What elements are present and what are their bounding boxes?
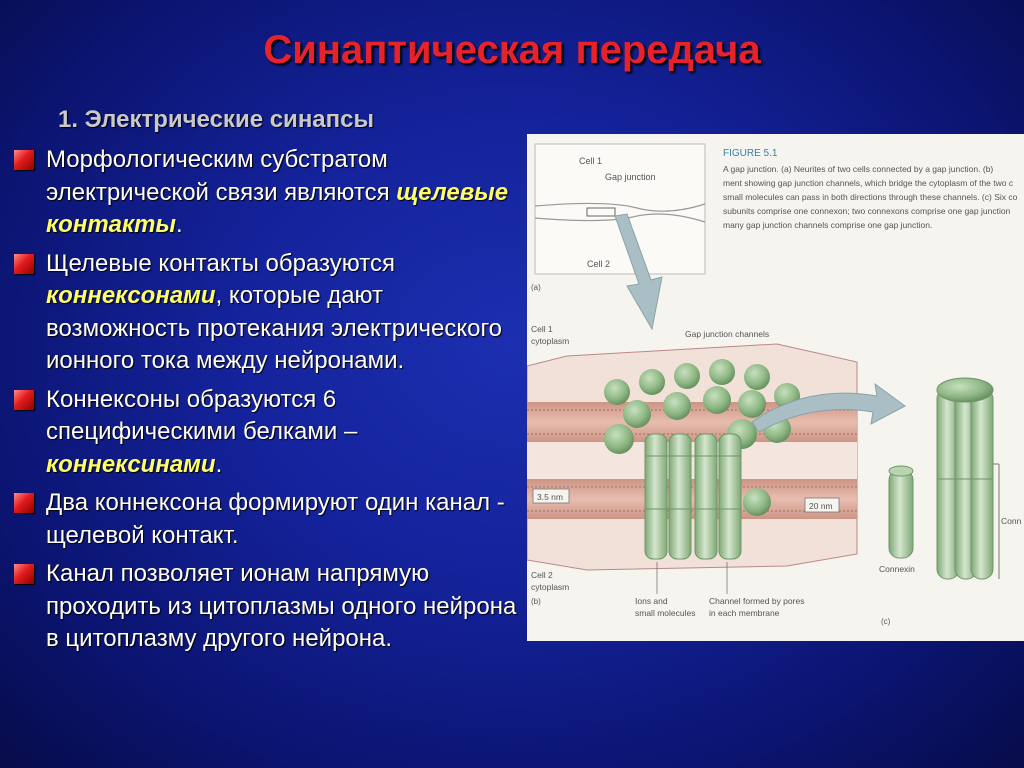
- svg-text:Channel formed by pores: Channel formed by pores: [709, 596, 804, 606]
- connexin-label: Connexin: [879, 564, 915, 574]
- bullet-item: Морфологическим субстратом электрической…: [14, 144, 519, 242]
- bullet-item: Щелевые контакты образуются коннексонами…: [14, 248, 519, 378]
- svg-text:small molecules: small molecules: [635, 608, 695, 618]
- bullet-item: Два коннексона формируют один канал - ще…: [14, 487, 519, 552]
- bullet-list: Морфологическим субстратом электрической…: [14, 144, 519, 662]
- svg-text:Cell 1: Cell 1: [531, 324, 553, 334]
- svg-text:cytoplasm: cytoplasm: [531, 582, 569, 592]
- panel-a-label: (a): [531, 283, 541, 292]
- svg-text:ment showing gap junction chan: ment showing gap junction channels, whic…: [723, 178, 1014, 188]
- bullet-marker-icon: [14, 150, 34, 170]
- svg-text:Ions and: Ions and: [635, 596, 668, 606]
- svg-text:small molecules can pass in bo: small molecules can pass in both directi…: [723, 192, 1018, 202]
- figure-caption: FIGURE 5.1 A gap junction. (a) Neurites …: [723, 148, 1018, 230]
- highlight-term: коннексинами: [46, 450, 216, 478]
- slide-title: Синаптическая передача: [263, 28, 761, 72]
- svg-text:Cell 2: Cell 2: [531, 570, 553, 580]
- bullet-marker-icon: [14, 564, 34, 584]
- figure-heading: FIGURE 5.1: [723, 148, 778, 159]
- bullet-text: Канал позволяет ионам напрямую проходить…: [46, 560, 517, 652]
- section-subtitle: 1. Электрические синапсы: [58, 106, 374, 133]
- svg-text:Conn: Conn: [1001, 516, 1022, 526]
- bullet-marker-icon: [14, 253, 34, 274]
- zoom-arrow-icon: [614, 213, 663, 331]
- dim-3-5nm-label: 3.5 nm: [537, 492, 563, 502]
- bullet-text: Коннексоны образуются 6 специфическими б…: [46, 385, 358, 478]
- bullet-marker-icon: [14, 389, 34, 410]
- bullet-item: Канал позволяет ионам напрямую проходить…: [14, 558, 519, 656]
- cell2-label: Cell 2: [587, 259, 610, 269]
- highlight-term: щелевые контакты: [46, 178, 509, 239]
- dim-20nm-label: 20 nm: [809, 501, 833, 511]
- bullet-text: Два коннексона формируют один канал - ще…: [46, 489, 505, 549]
- cell1-label: Cell 1: [579, 156, 602, 166]
- svg-text:subunits comprise one connexon: subunits comprise one connexon; two conn…: [723, 206, 1011, 216]
- svg-text:Gap junction channels: Gap junction channels: [685, 329, 769, 339]
- gap-junction-figure: Cell 1 Gap junction Cell 2 (a) FIGURE 5.…: [527, 134, 1024, 641]
- svg-text:A gap junction. (a) Neurites o: A gap junction. (a) Neurites of two cell…: [723, 164, 993, 174]
- bullet-text: Щелевые контакты образуются коннексонами…: [46, 249, 503, 375]
- bullet-text: Морфологическим субстратом электрической…: [46, 146, 509, 239]
- bullet-item: Коннексоны образуются 6 специфическими б…: [14, 384, 519, 482]
- connexon-model: [888, 377, 1000, 580]
- svg-text:in each membrane: in each membrane: [709, 608, 780, 618]
- curved-arrow-icon: [751, 382, 906, 433]
- panel-a-diagram: Cell 1 Gap junction Cell 2 (a): [531, 143, 706, 292]
- panel-c-label: (c): [881, 617, 891, 626]
- highlight-term: коннексонами: [46, 282, 216, 309]
- svg-text:cytoplasm: cytoplasm: [531, 336, 569, 346]
- bullet-marker-icon: [14, 493, 34, 513]
- svg-text:many gap junction channels com: many gap junction channels comprise one …: [723, 220, 932, 230]
- svg-text:(b): (b): [531, 597, 541, 606]
- gap-junction-label: Gap junction: [605, 172, 656, 182]
- gap-junction-channels: [644, 433, 742, 560]
